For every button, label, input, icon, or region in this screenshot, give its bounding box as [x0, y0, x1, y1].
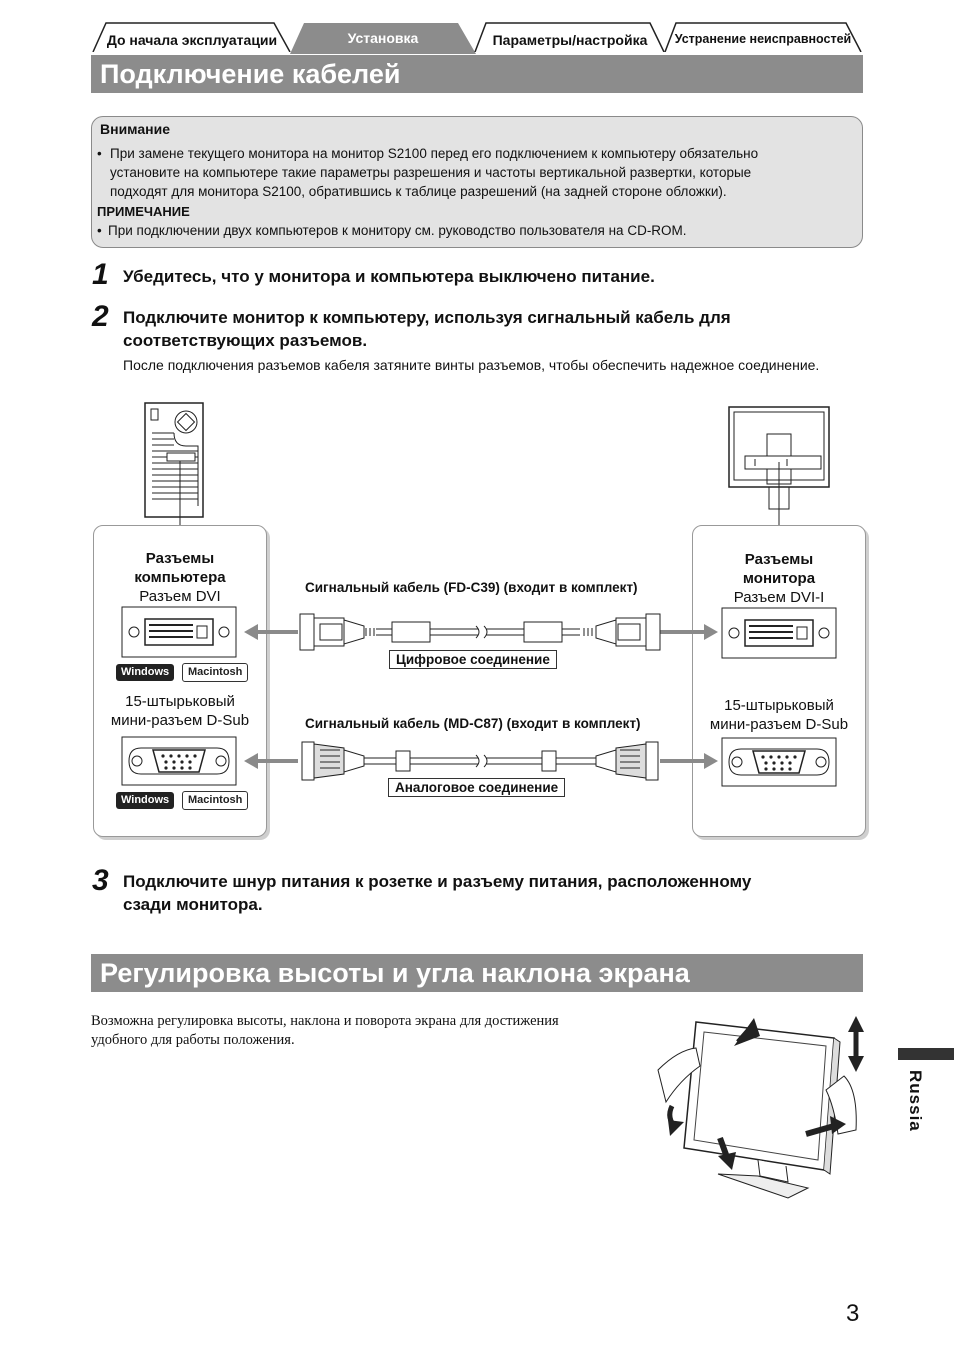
- step-text: Убедитесь, что у монитора и компьютера в…: [123, 267, 655, 286]
- dsub-cable-illustration: [244, 741, 718, 781]
- monitor-connectors-heading: Разъемы монитора: [742, 551, 816, 587]
- pc-dsub-port: [121, 736, 237, 786]
- section-title-height-tilt: Регулировка высоты и угла наклона экрана: [91, 954, 863, 992]
- windows-badge: Windows: [116, 792, 175, 809]
- bullet-icon: •: [97, 223, 102, 238]
- caution-line: установите на компьютере такие параметры…: [110, 165, 752, 180]
- monitor-dsub-label: 15-штырьковый мини-разъем D-Sub: [709, 697, 849, 733]
- digital-cable-title: Сигнальный кабель (FD-C39) (входит в ком…: [305, 580, 638, 595]
- step-text: соответствующих разъемов.: [123, 331, 368, 350]
- caution-heading: Внимание: [100, 121, 170, 137]
- monitor-adjustment-illustration: [657, 1016, 864, 1199]
- step-text: сзади монитора.: [123, 895, 263, 914]
- section-title-cable-connection: Подключение кабелей: [91, 55, 863, 93]
- caution-line: подходят для монитора S2100, обратившись…: [110, 184, 727, 199]
- monitor-dvi-port: [721, 607, 837, 659]
- step-text: Подключите монитор к компьютеру, использ…: [123, 308, 731, 327]
- note-heading: ПРИМЕЧАНИЕ: [97, 204, 190, 219]
- pc-tower-icon: [144, 402, 204, 525]
- pc-dvi-label: Разъем DVI: [139, 588, 221, 605]
- tab-shape: [474, 22, 665, 52]
- dvi-cable-illustration: [244, 613, 718, 651]
- pc-dvi-port: [121, 606, 237, 658]
- macintosh-badge: Macintosh: [182, 663, 249, 682]
- tab-installation[interactable]: Установка: [290, 22, 476, 54]
- step-number: 3: [92, 864, 109, 897]
- page-number: 3: [846, 1300, 860, 1327]
- computer-connectors-heading: Разъемы компьютера: [134, 550, 226, 586]
- step-subtext: После подключения разъемов кабеля затяни…: [123, 357, 820, 373]
- monitor-rear-icon: [728, 406, 830, 526]
- digital-connection-label: Цифровое соединение: [389, 650, 557, 669]
- tab-before-use[interactable]: До начала эксплуатации: [92, 22, 292, 52]
- adjustment-description: Возможна регулировка высоты, наклона и п…: [91, 1013, 559, 1048]
- macintosh-badge: Macintosh: [182, 791, 249, 810]
- language-tab-marker: [898, 1048, 954, 1060]
- bullet-icon: •: [97, 146, 102, 161]
- analog-connection-label: Аналоговое соединение: [388, 778, 566, 797]
- step-number: 2: [92, 300, 109, 333]
- note-text: При подключении двух компьютеров к монит…: [108, 223, 687, 238]
- pc-dsub-label: 15-штырьковый мини-разъем D-Sub: [110, 693, 250, 729]
- language-label: Russia: [906, 1070, 925, 1132]
- step-text: Подключите шнур питания к розетке и разъ…: [123, 872, 752, 891]
- caution-line: При замене текущего монитора на монитор …: [110, 146, 759, 161]
- tab-shape: [92, 22, 291, 52]
- analog-cable-title: Сигнальный кабель (MD-C87) (входит в ком…: [305, 716, 641, 731]
- monitor-dvi-label: Разъем DVI-I: [733, 589, 825, 606]
- monitor-dsub-port: [721, 737, 837, 787]
- step-number: 1: [92, 258, 109, 291]
- tab-shape: [664, 22, 862, 52]
- notice-box: Внимание • При замене текущего монитора …: [91, 116, 863, 248]
- tab-troubleshooting[interactable]: Устранение неисправностей: [664, 22, 862, 52]
- tab-settings[interactable]: Параметры/настройка: [474, 22, 666, 52]
- windows-badge: Windows: [116, 664, 175, 681]
- tab-shape: [290, 23, 476, 54]
